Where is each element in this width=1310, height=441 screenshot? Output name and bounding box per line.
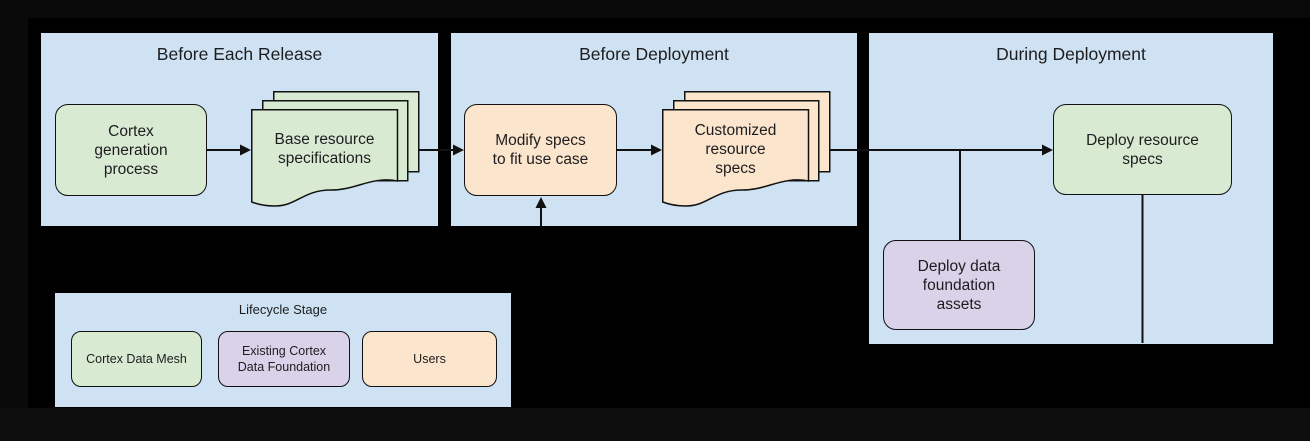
cortex-generation-label: Cortex generation process <box>94 122 168 178</box>
canvas-margin-bottom <box>0 408 1310 441</box>
customized-specs-node: Customized resource specs <box>662 110 809 188</box>
legend-item-existing-cortex-data-foundation: Existing Cortex Data Foundation <box>218 331 350 387</box>
document-stack-base-resource-specs <box>251 91 420 207</box>
deploy-resource-specs-label: Deploy resource specs <box>1086 131 1199 168</box>
modify-specs-label: Modify specs to fit use case <box>492 132 589 168</box>
deploy-resource-specs-node: Deploy resource specs <box>1053 104 1232 195</box>
deploy-data-foundation-label: Deploy data foundation assets <box>917 257 1001 313</box>
customized-specs-label: Customized resource specs <box>694 121 777 177</box>
panel-title-during-deployment: During Deployment <box>996 44 1146 64</box>
base-resource-specs-node: Base resource specifications <box>251 110 398 188</box>
canvas-margin-left <box>0 18 28 408</box>
legend-label-cortex-data-mesh: Cortex Data Mesh <box>86 352 187 366</box>
panel-title-before-each-release: Before Each Release <box>156 44 323 64</box>
legend-item-cortex-data-mesh: Cortex Data Mesh <box>71 331 202 387</box>
panel-title-before-deployment: Before Deployment <box>579 44 729 64</box>
document-sheet-front <box>662 109 810 207</box>
modify-specs-node: Modify specs to fit use case <box>464 104 617 196</box>
document-sheet-front <box>251 109 399 207</box>
canvas-margin-top <box>0 0 1310 18</box>
legend-panel: Lifecycle Stage Cortex Data Mesh Existin… <box>55 293 511 407</box>
document-stack-customized-specs <box>662 91 831 207</box>
base-resource-specs-label: Base resource specifications <box>274 131 375 167</box>
legend-label-existing-cortex-data-foundation: Existing Cortex Data Foundation <box>237 344 331 374</box>
legend-item-users: Users <box>362 331 497 387</box>
cortex-generation-node: Cortex generation process <box>55 104 207 196</box>
legend-title: Lifecycle Stage <box>238 302 328 317</box>
legend-label-users: Users <box>413 352 446 366</box>
deploy-data-foundation-node: Deploy data foundation assets <box>883 240 1035 330</box>
